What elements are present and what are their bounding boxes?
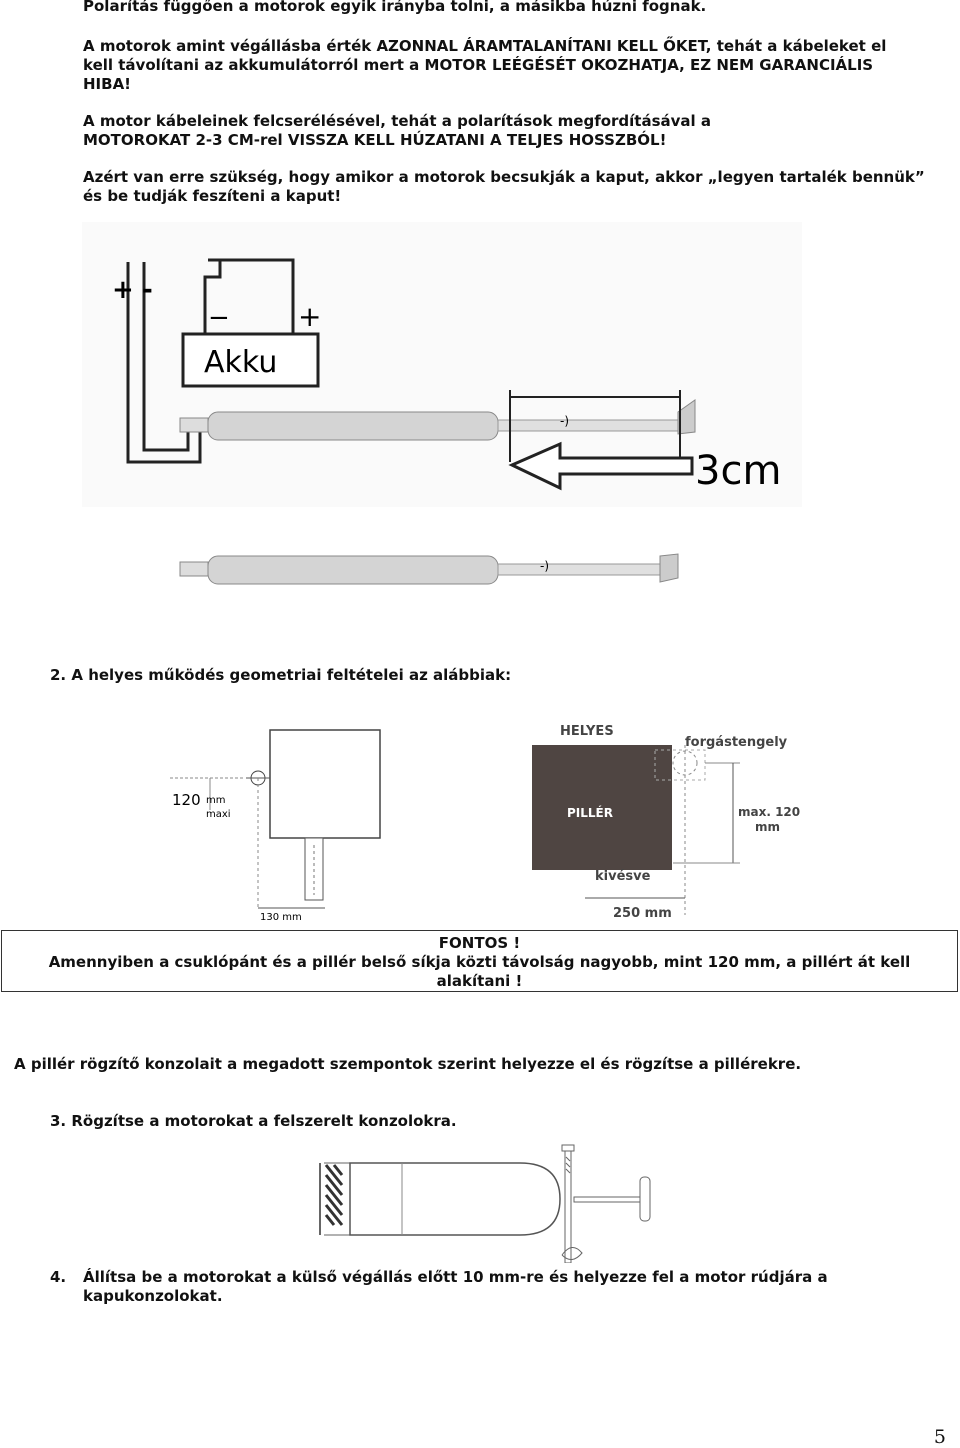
correct-label: HELYES [560,724,614,739]
motor-battery-diagram: + - − + Akku -) 3cm -) [82,222,802,585]
dim-130-label: 130 mm [260,912,302,923]
important-title: FONTOS ! [438,934,521,952]
pillar-block [532,745,672,870]
warning-line-1: A motorok amint végállásba érték AZONNAL… [83,37,887,55]
cutout-label: kivésve [595,869,651,884]
important-line-2: alakítani ! [436,972,523,990]
dim-250-label: 250 mm [613,906,672,921]
dim-120-label: 120 [172,791,201,809]
reverse-line-2: MOTOROKAT 2-3 CM-rel VISSZA KELL HÚZATAN… [83,131,667,149]
battery-box [181,332,320,388]
arrow-left-icon [508,441,694,491]
bracket-dimension-diagram: 120 mm maxi 130 mm [170,729,381,923]
axis-label: forgástengely [685,735,788,750]
max-120-label: max. 120 [738,805,800,819]
pillar-geometry-diagram: HELYES forgástengely PILLÉR max. 120 mm … [532,724,800,921]
outer-minus-label: - [142,275,153,305]
reason-line-1: Azért van erre szükség, hogy amikor a mo… [83,168,925,186]
section-4-line-2: kapukonzolokat. [83,1287,223,1305]
battery-minus-label: − [208,303,230,333]
intro-paragraph: Polarítás függően a motorok egyik irányb… [83,0,707,15]
battery-plus-label: + [298,300,321,333]
important-line-1: Amennyiben a csuklópánt és a pillér bels… [48,953,911,971]
pillar-bracket-paragraph: A pillér rögzítő konzolait a megadott sz… [14,1055,802,1073]
warning-line-3: HIBA! [83,75,132,93]
distance-label: 3cm [695,448,781,494]
rod-mark-2: -) [540,559,549,573]
important-notice: FONTOS ! Amennyiben a csuklópánt és a pi… [1,930,958,992]
dim-mm-label: mm [206,795,225,806]
warning-line-2: kell távolítani az akkumulátorról mert a… [83,56,874,74]
rod-mark-1: -) [560,414,569,428]
battery-label: Akku [204,345,277,380]
section-3-heading: 3. Rögzítse a motorokat a felszerelt kon… [50,1112,457,1130]
section-2-heading: 2. A helyes működés geometriai feltétele… [50,666,512,684]
section-4-number: 4. [50,1268,67,1286]
reason-line-2: és be tudják feszíteni a kaput! [83,187,342,205]
page-number: 5 [933,1426,946,1448]
pillar-label: PILLÉR [567,805,613,820]
reverse-line-1: A motor kábeleinek felcserélésével, tehá… [83,112,712,130]
motor-mount-diagram [319,1144,651,1263]
max-mm-label: mm [755,820,780,834]
dim-maxi-label: maxi [206,809,231,820]
section-4-line-1: Állítsa be a motorokat a külső végállás … [83,1268,828,1286]
outer-plus-label: + [112,275,134,305]
